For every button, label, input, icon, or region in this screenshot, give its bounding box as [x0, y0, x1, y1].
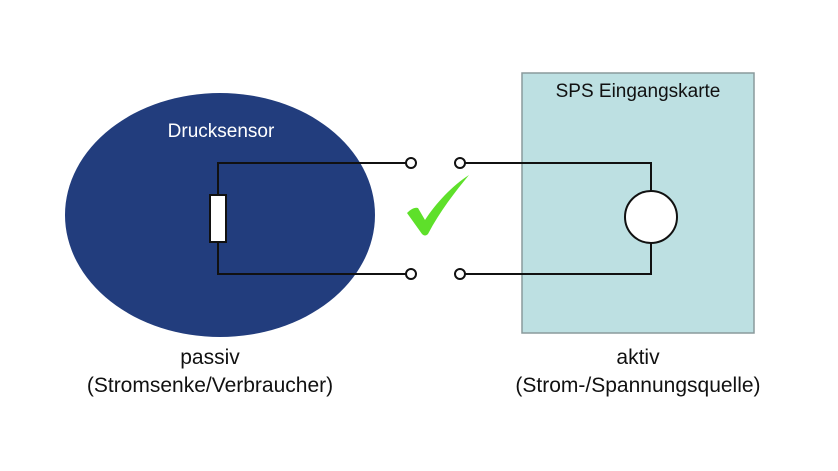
checkmark-icon	[407, 175, 469, 236]
sensor-caption-subtitle: (Stromsenke/Verbraucher)	[86, 374, 334, 397]
sensor-caption: passiv (Stromsenke/Verbraucher)	[40, 344, 380, 400]
card-terminal-bottom	[454, 268, 466, 280]
card-caption-title: aktiv	[616, 346, 660, 369]
pressure-sensor: Drucksensor	[65, 93, 417, 337]
sensor-wire-bottom	[217, 242, 407, 275]
card-caption-subtitle: (Strom-/Spannungsquelle)	[515, 374, 761, 397]
card-wire-bottom	[464, 243, 652, 275]
card-terminal-top	[454, 157, 466, 169]
card-wire-top	[464, 162, 652, 191]
sensor-caption-title: passiv	[180, 346, 240, 369]
plc-input-card: SPS Eingangskarte	[454, 72, 755, 334]
source-symbol	[624, 190, 678, 244]
sensor-wire-top	[217, 162, 407, 195]
sensor-label: Drucksensor	[168, 121, 275, 142]
resistor-symbol	[209, 194, 227, 243]
card-caption: aktiv (Strom-/Spannungsquelle)	[468, 344, 808, 400]
card-label: SPS Eingangskarte	[556, 81, 721, 102]
sensor-terminal-top	[405, 157, 417, 169]
sensor-terminal-bottom	[405, 268, 417, 280]
